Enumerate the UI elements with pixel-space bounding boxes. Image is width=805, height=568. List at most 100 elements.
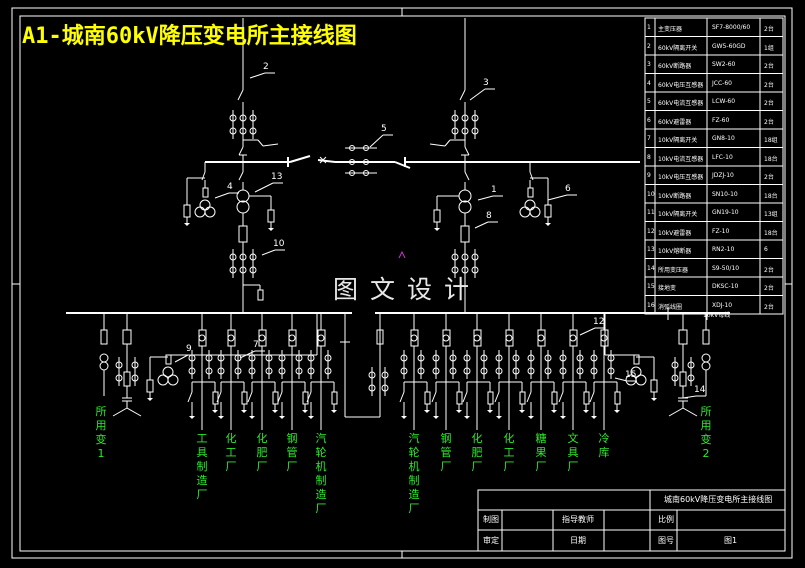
- callout-leader: [474, 221, 489, 229]
- table-cell-qty: 2台: [764, 266, 774, 274]
- callout-leader: [254, 182, 274, 193]
- component: [258, 334, 266, 342]
- table-cell-no: 15: [647, 283, 655, 290]
- component: [363, 145, 369, 151]
- ct: [122, 329, 132, 345]
- callout-leader: [682, 395, 697, 399]
- bus-tie-switch: [289, 155, 311, 163]
- arrester: [272, 391, 279, 405]
- wire: [526, 391, 532, 403]
- wire: [682, 407, 698, 417]
- callout-leader: [214, 192, 230, 199]
- table-cell-qty: 18组: [764, 137, 778, 144]
- component: [227, 334, 235, 342]
- table-cell-model: SN10-10: [712, 190, 738, 198]
- ct: [238, 225, 248, 243]
- table-cell-name: 10kV隔离开关: [658, 211, 698, 218]
- table-cell-qty: 13组: [764, 211, 778, 218]
- ground-icon: [189, 416, 195, 419]
- arrow: [262, 143, 279, 147]
- ground-icon: [241, 410, 247, 413]
- pt-icon: [630, 366, 642, 378]
- feeder-label: 化工厂: [225, 432, 237, 473]
- arrester: [614, 391, 621, 405]
- ground-icon: [249, 416, 255, 419]
- component: [600, 334, 608, 342]
- table-cell-model: GN8-10: [712, 135, 735, 142]
- title-block-reviewed: 审定: [483, 536, 499, 545]
- feeder-label: 汽轮机制造厂: [315, 432, 327, 515]
- callout-number: 5: [381, 124, 387, 134]
- callout-leader: [614, 377, 628, 382]
- table-cell-qty: 2台: [764, 285, 774, 292]
- callout-number: 1: [491, 185, 497, 195]
- ground-icon: [272, 410, 278, 413]
- callout-number: 10: [273, 239, 285, 249]
- wire: [112, 407, 128, 417]
- ground-icon: [279, 416, 285, 419]
- feeder-label: 所用变1: [95, 405, 107, 460]
- wire: [306, 391, 312, 403]
- ground-icon: [268, 228, 274, 231]
- table-cell-qty: 2台: [764, 63, 774, 70]
- callout-leader: [547, 194, 568, 201]
- table-cell-model: SF7-8000/60: [712, 24, 751, 31]
- transformer-winding: [236, 200, 250, 214]
- wire: [558, 391, 564, 403]
- table-cell-model: JDZJ-10: [712, 172, 734, 179]
- wire: [247, 391, 253, 403]
- table-cell-model: FZ-60: [712, 116, 730, 124]
- ground-icon: [424, 410, 430, 413]
- table-cell-name: 60kV断路器: [658, 63, 692, 70]
- wire: [444, 139, 451, 147]
- callout-number: 6: [565, 184, 571, 194]
- component: [288, 334, 296, 342]
- arrester: [302, 391, 309, 405]
- callout-leader: [261, 249, 276, 256]
- feeder-label: 汽轮机制造厂: [408, 432, 420, 515]
- table-cell-name: 60kV电流互感器: [658, 100, 704, 107]
- pt-icon: [199, 199, 211, 211]
- feeder-label: 化肥厂: [471, 432, 483, 473]
- table-cell-no: 2: [647, 42, 651, 50]
- table-cell-no: 5: [647, 98, 651, 105]
- ground-icon: [147, 398, 153, 401]
- ground-icon: [487, 410, 493, 413]
- disconnector: [237, 89, 244, 101]
- wire: [399, 391, 405, 403]
- table-cell-qty: 1组: [764, 44, 774, 52]
- title-block-scale: 比例: [658, 515, 674, 524]
- ground-icon: [583, 410, 589, 413]
- ground-icon: [591, 416, 597, 419]
- wire: [668, 407, 684, 417]
- table-cell-no: 12: [647, 227, 655, 235]
- ground-icon: [545, 223, 551, 226]
- reactor: [679, 371, 687, 387]
- disconnector: [459, 89, 466, 101]
- table-cell-no: 6: [647, 116, 651, 124]
- component: [349, 170, 355, 176]
- feeder-label: 工具制造厂: [196, 432, 208, 501]
- pt-icon: [529, 206, 541, 218]
- feeder-label: 化工厂: [503, 432, 515, 473]
- table-cell-name: 接地变: [658, 285, 677, 292]
- ground-icon: [456, 410, 462, 413]
- table-cell-no: 9: [647, 172, 651, 179]
- wire: [394, 161, 411, 169]
- arrester: [650, 379, 658, 393]
- table-cell-no: 13: [647, 246, 655, 253]
- feeder-label: 钢管厂: [286, 432, 298, 473]
- feeder-label: 钢管厂: [440, 432, 452, 473]
- callout-leader: [469, 88, 486, 101]
- ground-icon: [651, 398, 657, 401]
- callout-leader: [249, 72, 266, 79]
- table-cell-name: 60kV隔离开关: [658, 44, 698, 52]
- ground-icon: [212, 410, 218, 413]
- feeder-label: 冷库: [598, 432, 610, 459]
- ct: [678, 329, 688, 345]
- table-cell-name: 60kV避雷器: [658, 118, 692, 126]
- table-cell-qty: 18台: [764, 155, 778, 163]
- callout-number: 4: [227, 182, 233, 192]
- ground-icon: [496, 416, 502, 419]
- table-cell-qty: 2台: [764, 303, 774, 311]
